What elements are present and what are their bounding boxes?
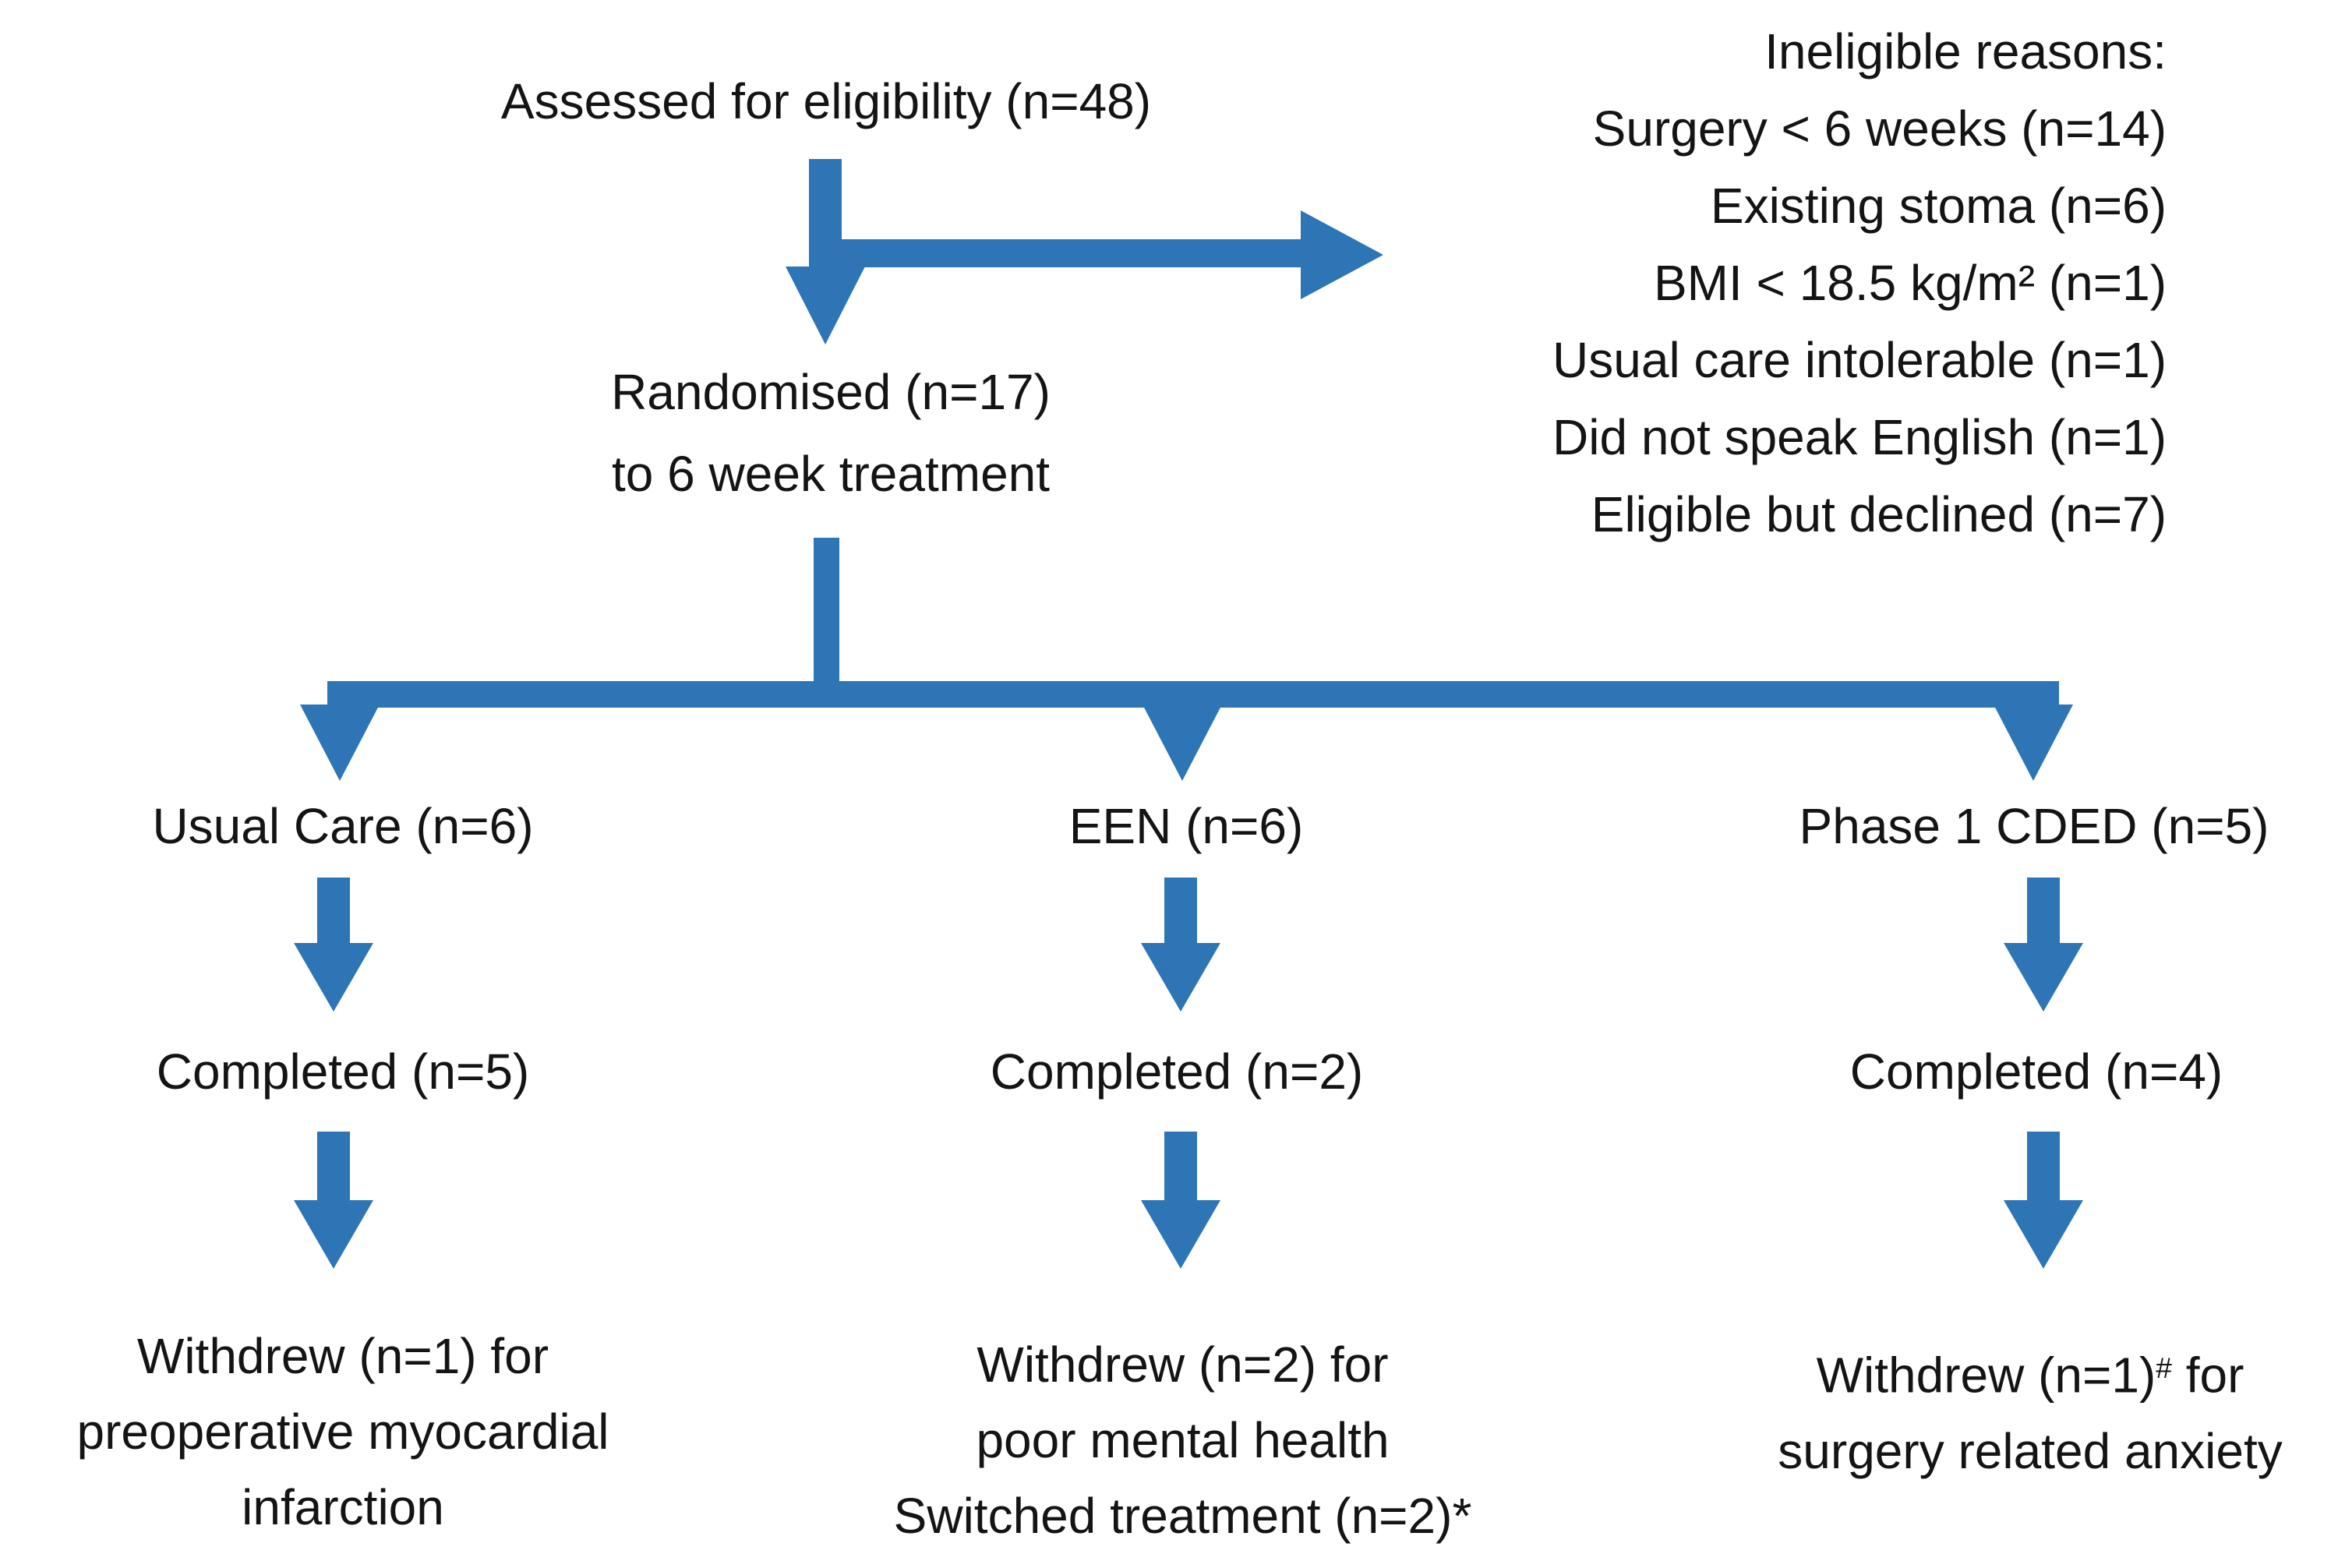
randomised-label: Randomised (n=17) to 6 week treatment <box>324 351 1337 515</box>
ineligible-arrow-head <box>1301 210 1383 299</box>
een-arrow2-head <box>1141 1200 1220 1269</box>
randomised-line1: Randomised (n=17) <box>611 364 1051 420</box>
usual-care-arrow1-shaft <box>317 878 350 946</box>
withdrew-line: preoperative myocardial <box>76 1404 609 1460</box>
branch-bar <box>327 681 2059 708</box>
withdrew-line-rich: Withdrew (n=1)# for <box>1715 1330 2338 1414</box>
een-arrow1-shaft <box>1164 878 1197 946</box>
arm-label-een: EEN (n=6) <box>1068 798 1304 854</box>
usual-care-arrow1-head <box>294 943 373 1012</box>
completed-cded: Completed (n=4) <box>1849 1044 2223 1100</box>
cded-arrow1-shaft <box>2027 878 2060 946</box>
ineligible-item: Usual care intolerable (n=1) <box>1552 332 2167 388</box>
ineligible-item: Did not speak English (n=1) <box>1552 409 2167 465</box>
cded-arrow2-shaft <box>2027 1132 2060 1203</box>
ineligible-arrow-shaft <box>825 239 1301 267</box>
randomised-stem <box>814 538 839 683</box>
branch-arrow-head-right <box>1994 705 2073 781</box>
cded-arrow1-head <box>2004 943 2083 1012</box>
randomised-line2: to 6 week treatment <box>611 446 1051 502</box>
usual-care-arrow2-head <box>294 1200 373 1269</box>
een-arrow1-head <box>1141 943 1220 1012</box>
branch-arrow-head-left <box>300 705 380 781</box>
een-arrow2-shaft <box>1164 1132 1197 1203</box>
withdrew-cded: Withdrew (n=1)# for surgery related anxi… <box>1715 1330 2338 1489</box>
cded-arrow2-head <box>2004 1200 2083 1269</box>
withdrew-line: Withdrew (n=2) for <box>977 1337 1389 1393</box>
withdrew-line: poor mental health <box>976 1412 1390 1468</box>
ineligible-title: Ineligible reasons: <box>1764 23 2167 79</box>
withdrew-text: Withdrew (n=1) <box>1816 1347 2156 1404</box>
ineligible-item: Existing stoma (n=6) <box>1710 178 2167 234</box>
completed-een: Completed (n=2) <box>990 1044 1364 1100</box>
branch-arrow-head-middle <box>1143 705 1222 781</box>
ineligible-reasons-block: Ineligible reasons: Surgery < 6 weeks (n… <box>1552 13 2167 553</box>
withdrew-line: infarction <box>242 1479 444 1535</box>
completed-usual-care: Completed (n=5) <box>156 1044 530 1100</box>
withdrew-line: Withdrew (n=1) for <box>136 1328 549 1384</box>
withdrew-usual-care: Withdrew (n=1) for preoperative myocardi… <box>0 1319 686 1545</box>
assessed-down-arrow-head <box>786 267 865 344</box>
ineligible-item: BMI < 18.5 kg/m² (n=1) <box>1653 255 2167 311</box>
assessed-label: Assessed for eligibility (n=48) <box>500 73 1152 129</box>
withdrew-line: surgery related anxiety <box>1778 1422 2283 1479</box>
withdrew-text: for <box>2171 1347 2244 1404</box>
withdrew-een: Withdrew (n=2) for poor mental health Sw… <box>830 1327 1535 1554</box>
usual-care-arrow2-shaft <box>317 1132 350 1203</box>
hash-superscript: # <box>2156 1351 2172 1384</box>
ineligible-item: Eligible but declined (n=7) <box>1591 486 2167 542</box>
arm-label-cded: Phase 1 CDED (n=5) <box>1799 798 2269 854</box>
arm-label-usual-care: Usual Care (n=6) <box>152 798 534 854</box>
ineligible-item: Surgery < 6 weeks (n=14) <box>1592 101 2167 157</box>
withdrew-line: Switched treatment (n=2)* <box>893 1488 1472 1544</box>
